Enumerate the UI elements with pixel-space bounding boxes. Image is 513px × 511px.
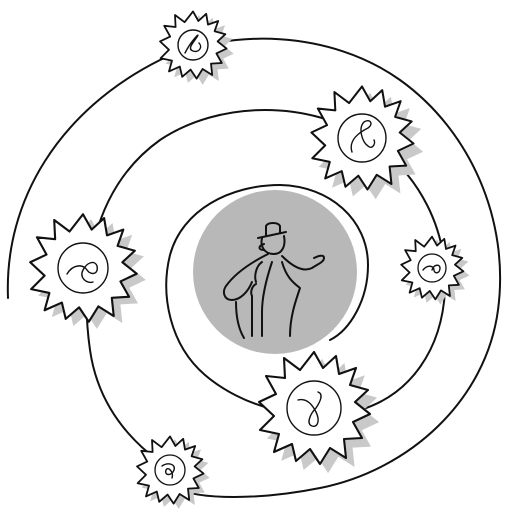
sun-icon [137, 436, 210, 508]
sun-icon [311, 86, 423, 199]
center-disc [193, 190, 357, 354]
sun-icon [30, 214, 146, 329]
sun-icon [160, 11, 234, 84]
sun-icon [259, 352, 379, 473]
sun-icon [401, 237, 469, 305]
